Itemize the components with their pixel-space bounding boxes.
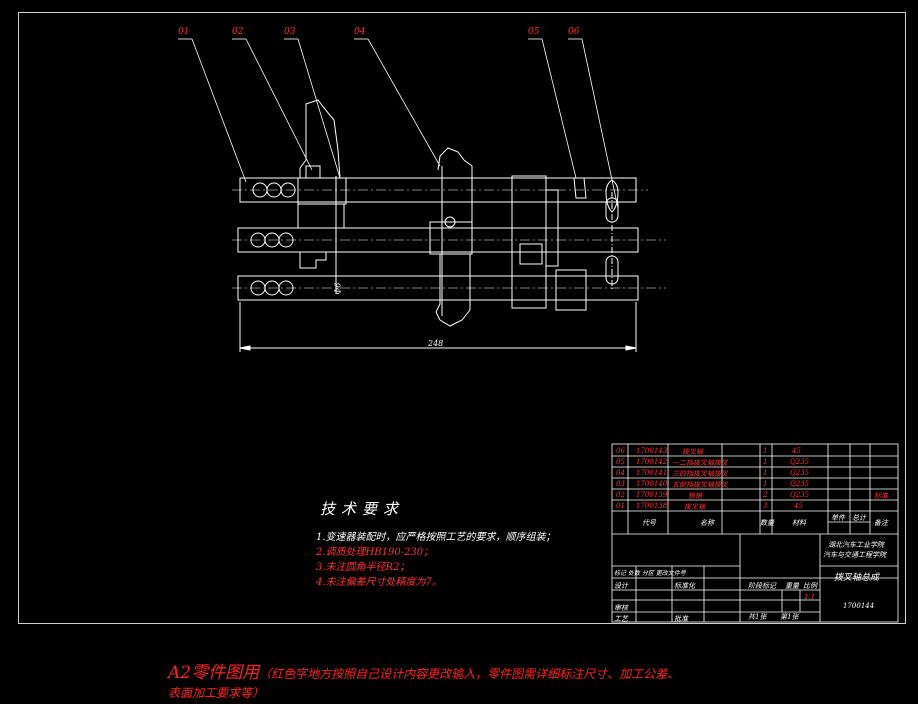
weight-label: 重量 [785, 582, 799, 590]
designer-label: 设计 [614, 582, 628, 590]
parts-cell-qty: 1 [763, 480, 768, 488]
leader-lines [178, 38, 619, 209]
header-code: 代号 [642, 519, 656, 527]
callout-04: 04 [354, 27, 366, 37]
callout-01: 01 [178, 27, 190, 37]
header-name: 名称 [700, 519, 714, 527]
callout-03: 03 [284, 27, 296, 37]
parts-cell-name: 拨叉轴 [682, 448, 703, 456]
department-name: 汽车与交通工程学院 [823, 551, 886, 559]
process-label: 工艺 [614, 615, 628, 623]
tech-requirement-item: 1.变速器装配时，应严格按照工艺的要求，顺序组装； [316, 532, 556, 543]
scale-value: 1:1 [804, 593, 816, 601]
fork-center [429, 147, 473, 327]
parts-cell-name: 五倒挡拨叉轴拨叉 [672, 481, 728, 489]
header-material: 材料 [792, 519, 806, 527]
title-block-lines [611, 443, 899, 623]
parts-cell-code: 01 [616, 502, 625, 510]
sheet-current: 第1张 [780, 613, 799, 621]
parts-cell-drawing-no: 1700138 [636, 502, 668, 510]
sheet-total: 共1张 [748, 613, 767, 621]
parts-cell-note: 标准 [874, 492, 888, 500]
parts-cell-drawing-no: 1700141 [636, 469, 668, 477]
tech-requirement-item: 2.调质处理HB190-230； [316, 547, 434, 558]
drawing-title: 拨叉轴总成 [834, 573, 880, 583]
tech-requirement-item: 4.未注偏差尺寸处精度为7。 [316, 577, 442, 588]
dimension-diameter: Φ6 [333, 282, 343, 295]
parts-cell-code: 06 [616, 447, 625, 455]
footer-note-part1: （红色字地方按照自己设计内容更改输入，零件图需详细标注尺寸、加工公差、 [259, 667, 680, 681]
parts-cell-drawing-no: 1700142 [636, 458, 668, 466]
parts-cell-code: 03 [616, 480, 625, 488]
parts-cell-material: Q235 [790, 480, 810, 488]
header-qty: 数量 [760, 519, 774, 527]
footer-heading-text: A2零件图用 [168, 663, 260, 683]
parts-cell-drawing-no: 1700143 [636, 447, 668, 455]
drawing-frame [18, 12, 906, 624]
parts-cell-name: 锁销 [688, 492, 702, 500]
header-single-weight: 单件 [831, 514, 845, 522]
parts-cell-drawing-no: 1700139 [636, 491, 668, 499]
drawing-number: 1700144 [843, 602, 875, 610]
parts-cell-drawing-no: 1700140 [636, 480, 668, 488]
tech-requirements-title: 技术要求 [320, 500, 405, 518]
school-name: 湖北汽车工业学院 [828, 541, 884, 549]
approve-label: 批准 [674, 615, 688, 623]
standardization-label: 标准化 [674, 582, 695, 590]
callout-05: 05 [528, 27, 540, 37]
parts-cell-material: Q235 [790, 469, 810, 477]
parts-cell-code: 02 [616, 491, 625, 499]
parts-cell-name: 一二挡拨叉轴拨叉 [672, 459, 728, 467]
tech-requirement-item: 3.未注圆角半径R2； [316, 562, 410, 573]
parts-cell-qty: 2 [763, 491, 768, 499]
header-note: 备注 [874, 519, 888, 527]
callout-02: 02 [232, 27, 244, 37]
revision-header: 标记 处数 分区 更改文件号 [614, 570, 686, 577]
tech-requirements-list: 1.变速器装配时，应严格按照工艺的要求，顺序组装； 2.调质处理HB190-23… [316, 530, 556, 590]
parts-cell-name: 拨叉轴 [684, 503, 705, 511]
parts-cell-code: 04 [616, 469, 625, 477]
footer-note-part2: 表面加工要求等） [168, 686, 265, 700]
callout-06: 06 [568, 27, 580, 37]
parts-cell-code: 05 [616, 458, 625, 466]
parts-cell-qty: 3 [763, 502, 768, 510]
parts-cell-qty: 1 [763, 458, 768, 466]
parts-cell-material: 45 [792, 447, 801, 455]
dimension-248 [239, 302, 637, 352]
parts-cell-material: Q235 [790, 458, 810, 466]
parts-cell-material: 45 [794, 502, 803, 510]
scale-label: 比例 [803, 582, 817, 590]
checker-label: 审核 [614, 604, 628, 612]
stage-label: 阶段标记 [748, 582, 776, 590]
parts-cell-name: 三四挡拨叉轴拨叉 [672, 470, 728, 478]
header-total-weight: 总计 [852, 514, 866, 522]
parts-cell-qty: 1 [763, 447, 768, 455]
parts-cell-material: Q235 [790, 491, 810, 499]
parts-cell-qty: 1 [763, 469, 768, 477]
fork-right [511, 175, 619, 311]
fork-left [297, 99, 347, 294]
footer-heading: A2零件图用（红色字地方按照自己设计内容更改输入，零件图需详细标注尺寸、加工公差… [168, 658, 679, 683]
dimension-overall-length: 248 [428, 339, 444, 348]
